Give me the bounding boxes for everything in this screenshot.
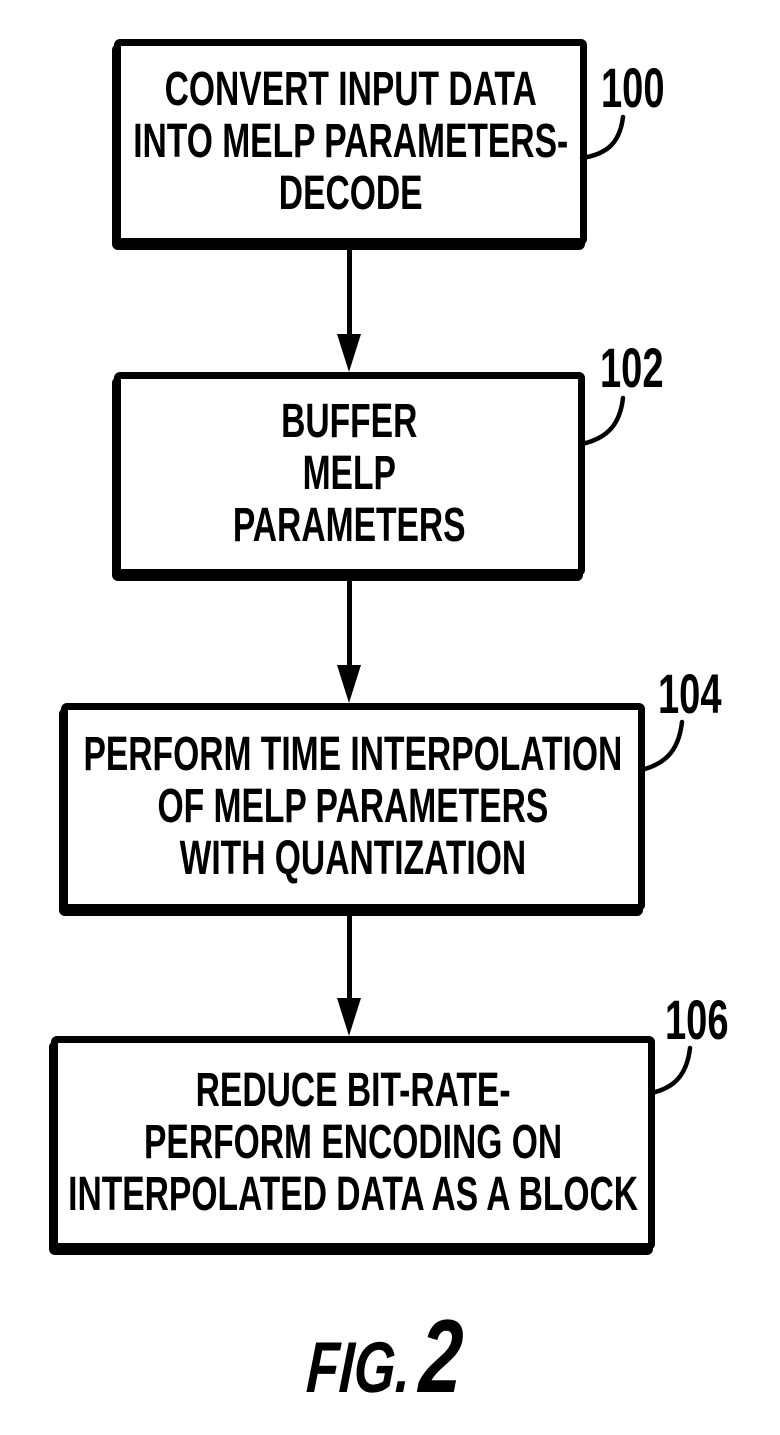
flow-step-box-interpolate: PERFORM TIME INTERPOLATION OF MELP PARAM…: [61, 703, 645, 911]
down-arrow-icon: [337, 576, 361, 703]
arrow-head: [337, 665, 361, 703]
reference-numeral-104: 104: [658, 662, 722, 725]
flow-step-box-convert-decode: CONVERT INPUT DATA INTO MELP PARAMETERS-…: [114, 39, 587, 245]
step-text-line: OF MELP PARAMETERS: [157, 780, 549, 833]
figure-caption-prefix: FIG.: [304, 1328, 413, 1408]
arrow-stem: [346, 911, 352, 998]
step-text-line: INTO MELP PARAMETERS-: [133, 115, 568, 168]
arrow-stem: [346, 576, 352, 665]
step-text-line: WITH QUANTIZATION: [179, 832, 527, 885]
step-text-line: PERFORM TIME INTERPOLATION: [83, 728, 623, 781]
arrow-stem: [346, 245, 352, 334]
reference-numeral-102: 102: [600, 336, 664, 399]
reference-numeral-100: 100: [601, 56, 665, 119]
figure-caption-number: 2: [416, 1299, 466, 1415]
leader-line-100: [579, 114, 626, 161]
flow-step-text: BUFFER MELP PARAMETERS: [233, 396, 466, 552]
flow-step-text: CONVERT INPUT DATA INTO MELP PARAMETERS-…: [133, 64, 568, 220]
step-text-line: REDUCE BIT-RATE-: [195, 1064, 511, 1117]
down-arrow-icon: [337, 911, 361, 1036]
step-text-line: INTERPOLATED DATA AS A BLOCK: [68, 1168, 638, 1221]
flow-step-box-buffer: BUFFER MELP PARAMETERS: [114, 372, 585, 576]
step-text-line: DECODE: [278, 167, 423, 220]
figure-caption: FIG. 2: [301, 1299, 469, 1415]
flow-step-box-reduce-bitrate: REDUCE BIT-RATE- PERFORM ENCODING ON INT…: [51, 1036, 655, 1250]
step-text-line: MELP: [302, 447, 397, 500]
arrow-head: [337, 998, 361, 1036]
down-arrow-icon: [337, 245, 361, 372]
leader-line-102: [579, 395, 626, 447]
reference-numeral-106: 106: [665, 988, 729, 1051]
step-text-line: BUFFER: [281, 395, 418, 448]
step-text-line: CONVERT INPUT DATA: [164, 63, 537, 116]
leader-line-104: [642, 719, 685, 772]
step-text-line: PARAMETERS: [233, 499, 466, 552]
arrow-head: [337, 334, 361, 372]
flow-step-text: PERFORM TIME INTERPOLATION OF MELP PARAM…: [84, 729, 623, 885]
leader-line-106: [648, 1045, 693, 1096]
flow-step-text: REDUCE BIT-RATE- PERFORM ENCODING ON INT…: [68, 1065, 638, 1221]
step-text-line: PERFORM ENCODING ON: [143, 1116, 563, 1169]
